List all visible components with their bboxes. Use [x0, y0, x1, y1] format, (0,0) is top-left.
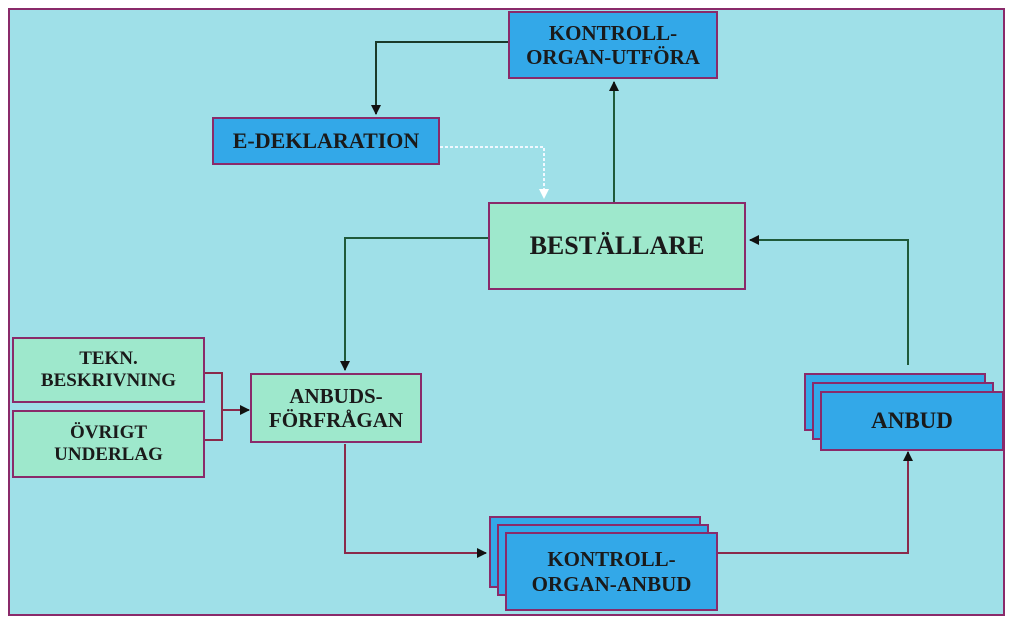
node-ovrigt-underlag-label: ÖVRIGT UNDERLAG: [54, 422, 163, 465]
node-e-deklaration[interactable]: E-DEKLARATION: [212, 117, 440, 165]
node-kontrollorgan-utfora-label: KONTROLL- ORGAN-UTFÖRA: [526, 20, 700, 69]
node-anbud[interactable]: ANBUD: [820, 391, 1004, 451]
arrow-tekn-connector: [205, 372, 223, 410]
arrow-bestallare-to-anbudsforfragan: [340, 237, 488, 371]
diagram-canvas: [8, 8, 1005, 616]
node-e-deklaration-label: E-DEKLARATION: [232, 128, 420, 154]
arrow-edeklaration-to-bestallare: [440, 146, 549, 199]
node-kontrollorgan-anbud-label: KONTROLL- ORGAN-ANBUD: [531, 547, 692, 596]
node-kontrollorgan-utfora[interactable]: KONTROLL- ORGAN-UTFÖRA: [508, 11, 718, 79]
node-ovrigt-underlag[interactable]: ÖVRIGT UNDERLAG: [12, 410, 205, 478]
node-kontrollorgan-anbud[interactable]: KONTROLL- ORGAN-ANBUD: [505, 532, 718, 611]
arrow-ovrigt-connector: [205, 410, 223, 441]
node-bestallare-label: BESTÄLLARE: [529, 231, 705, 261]
node-anbudsforfragan[interactable]: ANBUDS- FÖRFRÅGAN: [250, 373, 422, 443]
node-tekn-beskrivning-label: TEKN. BESKRIVNING: [40, 348, 177, 391]
arrow-anbud-to-bestallare: [749, 235, 909, 365]
arrow-utfora-to-edeklaration: [371, 41, 508, 115]
node-tekn-beskrivning[interactable]: TEKN. BESKRIVNING: [12, 337, 205, 403]
node-bestallare[interactable]: BESTÄLLARE: [488, 202, 746, 290]
node-anbud-label: ANBUD: [871, 407, 953, 433]
arrow-kontrollorgan-anbud-to-anbud: [718, 451, 913, 554]
node-anbudsforfragan-label: ANBUDS- FÖRFRÅGAN: [268, 383, 404, 432]
arrow-anbudsforfragan-to-kontrollorgan-anbud: [344, 444, 487, 558]
